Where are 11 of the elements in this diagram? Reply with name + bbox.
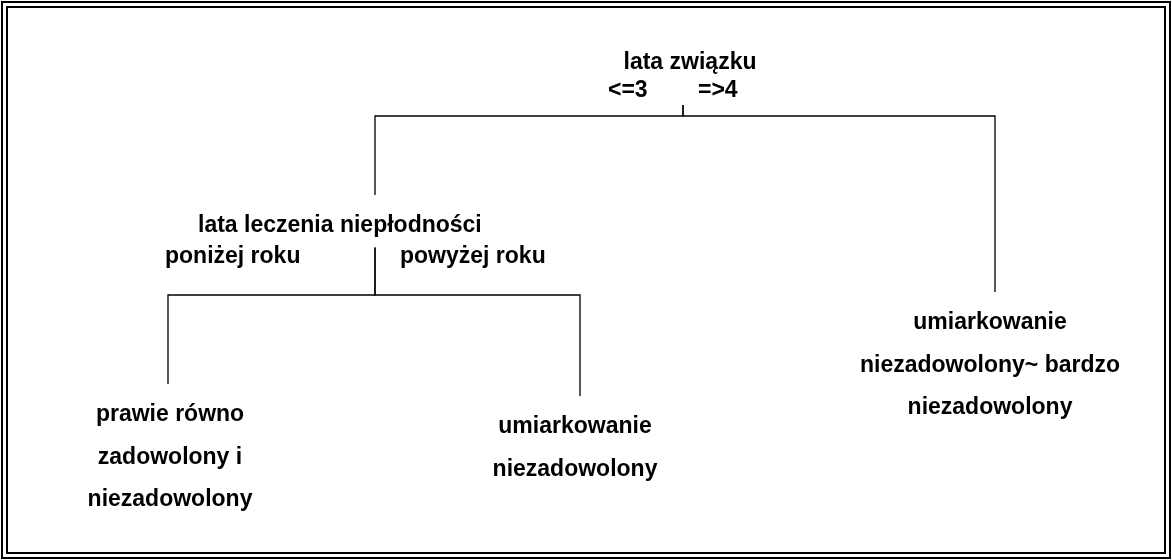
branch-label: <=3 [608, 76, 648, 104]
node-label: prawie równo zadowolony i niezadowolony [86, 399, 254, 514]
tree-branch-line [374, 246, 581, 397]
branch-label: =>4 [698, 76, 738, 104]
node-label: lata leczenia niepłodności [198, 210, 482, 239]
branch-label: poniżej roku [165, 242, 301, 270]
node-label: umiarkowanie niezadowolony [491, 411, 659, 483]
tree-branch-line [682, 104, 996, 293]
node-label: umiarkowanie niezadowolony~ bardzo niezadowolony [858, 307, 1122, 422]
branch-label: powyżej roku [400, 242, 546, 270]
node-label: lata związku [623, 47, 757, 76]
